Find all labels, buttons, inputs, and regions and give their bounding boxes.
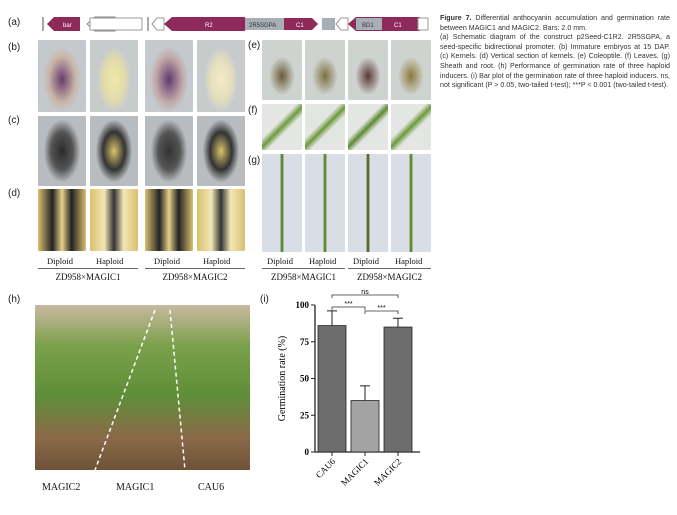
significance-bracket [331, 306, 366, 310]
kernel-photo [38, 116, 86, 186]
figure-caption: Figure 7. Differential anthocyanin accum… [440, 14, 670, 91]
x-tick-label: MAGIC1 [339, 456, 370, 487]
construct-schematic-right: R2 BD1 C1 [356, 17, 429, 31]
sheath-root-photo [348, 154, 388, 252]
significance-bracket [331, 294, 399, 298]
leaf-photo [348, 104, 388, 150]
c1-label-2: C1 [394, 23, 402, 29]
caption-title-text: Differential anthocyanin accumulation an… [440, 14, 670, 32]
kernel-photo [90, 116, 138, 186]
y-tick-label: 50 [300, 374, 310, 384]
y-tick-label: 75 [300, 337, 310, 347]
kernel-section-photo [145, 189, 193, 251]
group-label: ZD958×MAGIC1 [262, 268, 345, 282]
embryo-photo [145, 40, 193, 112]
significance-bracket [364, 310, 399, 314]
significance-label: *** [377, 305, 385, 312]
significance-label: ns [361, 289, 369, 296]
kernel-section-photo [90, 189, 138, 251]
bd1-label: BD1 [362, 23, 374, 29]
kernel-photo [197, 116, 245, 186]
panel-label-h: (h) [8, 294, 21, 305]
group-label: ZD958×MAGIC1 [38, 268, 138, 282]
promoter-label: 2R5SGPA [249, 23, 276, 29]
kernel-section-photo [38, 189, 86, 251]
sheath-root-photo [262, 154, 302, 252]
sheath-root-photo [391, 154, 431, 252]
coleoptile-photo [348, 40, 388, 100]
y-tick-label: 25 [300, 410, 310, 420]
r2-label: R2 [205, 23, 213, 29]
embryo-photo [38, 40, 86, 112]
bar-label: bar [63, 23, 72, 29]
sublabel: Haploid [96, 256, 124, 266]
embryo-photo [197, 40, 245, 112]
panel-label-e: (e) [248, 40, 261, 51]
caption-title: Figure 7. [440, 14, 472, 22]
panel-label-f: (f) [248, 105, 258, 116]
sublabel: Diploid [154, 256, 180, 266]
c1-label: C1 [296, 23, 304, 29]
coleoptile-photo [391, 40, 431, 100]
bar-cau6 [317, 325, 347, 453]
sheath-root-photo [305, 154, 345, 252]
germination-tray-photo [35, 305, 250, 470]
sublabel: Haploid [395, 256, 423, 266]
sublabel: Diploid [353, 256, 379, 266]
y-tick-label: 100 [296, 300, 310, 310]
y-tick-label: 0 [305, 447, 310, 457]
panel-label-c: (c) [8, 115, 20, 126]
kernel-section-photo [197, 189, 245, 251]
group-label: ZD958×MAGIC2 [348, 268, 431, 282]
panel-label-d: (d) [8, 188, 21, 199]
panel-label-g: (g) [248, 155, 261, 166]
kernel-photo [145, 116, 193, 186]
tray-label: MAGIC2 [42, 482, 81, 493]
x-tick-label: CAU6 [314, 456, 338, 480]
leaf-photo [391, 104, 431, 150]
bar-magic2 [383, 326, 413, 453]
panel-label-i: (i) [260, 294, 269, 305]
embryo-photo [90, 40, 138, 112]
bar-gene [47, 17, 80, 31]
tray-label: MAGIC1 [116, 482, 155, 493]
panel-label-b: (b) [8, 42, 21, 53]
coleoptile-photo [262, 40, 302, 100]
sublabel: Diploid [267, 256, 293, 266]
sublabel: Haploid [309, 256, 337, 266]
coleoptile-photo [305, 40, 345, 100]
caption-body: (a) Schematic diagram of the construct p… [440, 33, 670, 90]
panel-label-a: (a) [8, 17, 21, 28]
sublabel: Diploid [47, 256, 73, 266]
leaf-photo [305, 104, 345, 150]
leaf-photo [262, 104, 302, 150]
tray-label: CAU6 [198, 482, 225, 493]
significance-label: *** [344, 301, 352, 308]
y-axis-label: Germination rate (%) [277, 336, 288, 422]
sublabel: Haploid [203, 256, 231, 266]
x-tick-label: MAGIC2 [372, 456, 403, 487]
group-label: ZD958×MAGIC2 [145, 268, 245, 282]
bar-magic1 [350, 400, 380, 453]
